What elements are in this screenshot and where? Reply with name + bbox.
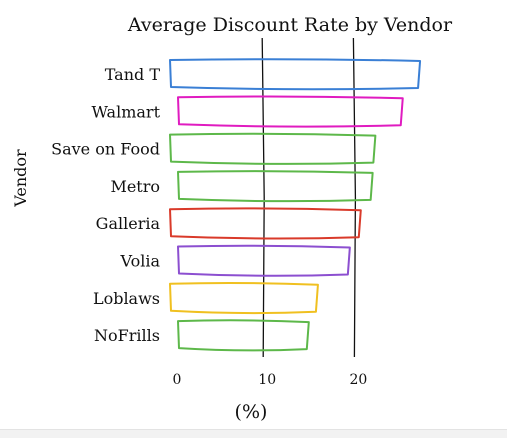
bar-loblaws	[169, 282, 319, 315]
footer-strip	[0, 429, 507, 438]
x-tick-label: 20	[349, 372, 367, 388]
bars	[169, 58, 422, 352]
y-axis-label: Vendor	[11, 149, 30, 208]
category-label: Volia	[120, 252, 161, 271]
chart-title: Average Discount Rate by Vendor	[127, 14, 453, 36]
category-label: Save on Food	[51, 140, 160, 159]
category-label: Galleria	[96, 214, 161, 233]
category-label: Metro	[110, 177, 160, 196]
x-tick-label: 10	[258, 372, 276, 388]
bar-nofrills	[177, 319, 310, 352]
bar-save-on-food	[169, 132, 377, 165]
category-label: Walmart	[92, 102, 161, 121]
x-tick-labels: 0 10 20	[173, 372, 368, 388]
gridlines	[261, 37, 357, 358]
x-tick-label: 0	[173, 372, 182, 388]
bar-volia	[177, 244, 351, 277]
category-label: Loblaws	[93, 289, 160, 308]
gridline-20	[352, 37, 357, 358]
gridline-10	[261, 37, 265, 358]
bar-metro	[177, 170, 374, 203]
bar-galleria	[169, 207, 362, 240]
bar-tand-t	[169, 58, 422, 91]
x-axis-label: (%)	[235, 401, 268, 423]
category-label: Tand T	[105, 65, 161, 84]
bar-walmart	[177, 95, 404, 128]
category-label: NoFrills	[94, 326, 160, 345]
